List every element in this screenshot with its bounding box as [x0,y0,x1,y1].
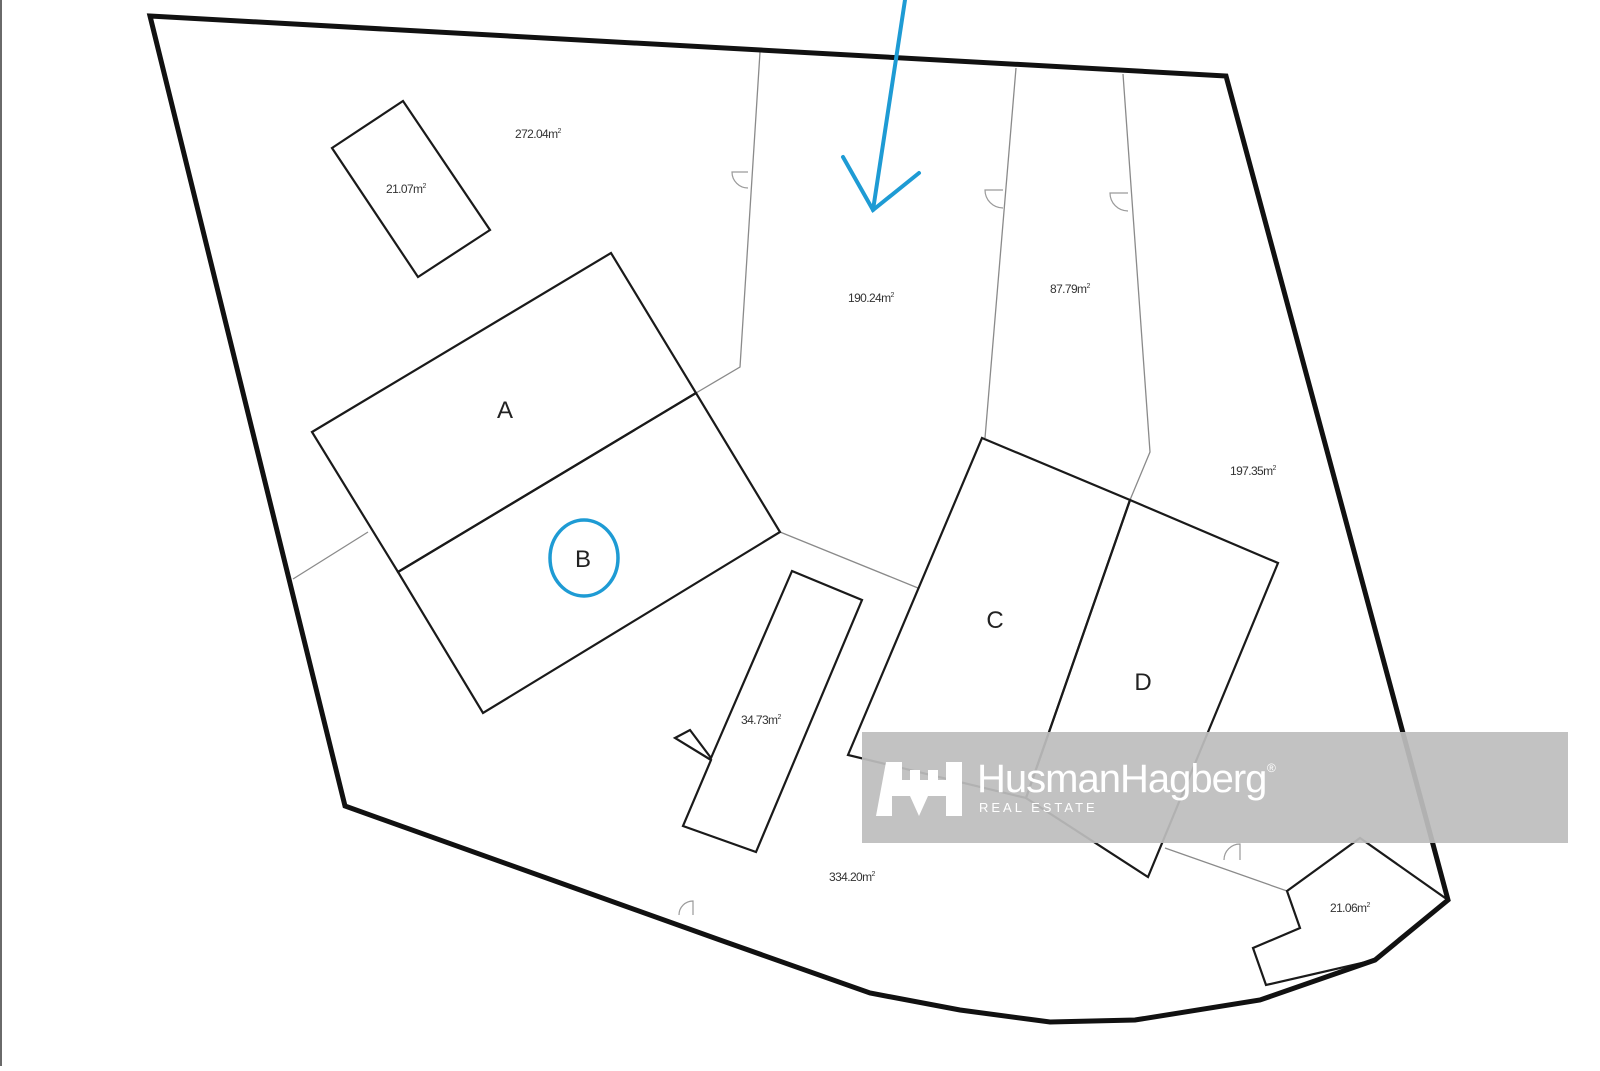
page-edge [0,0,2,1066]
area-197-label: 197.35m2 [1230,464,1277,478]
partition-line [1122,73,1151,501]
door-swing-icon [984,189,1004,209]
area-190-label: 190.24m2 [848,291,895,305]
partition-lines [292,51,1288,892]
partition-line [292,531,369,580]
partition-line [779,531,919,589]
area-labels: 272.04m2 21.07m2 190.24m2 87.79m2 197.35m2 34… [386,127,1371,915]
building-b [396,391,782,715]
brand-subtitle: REAL ESTATE [979,800,1098,815]
door-swing-icon [678,900,694,916]
partition-line [695,51,761,394]
highlight-circle-icon [548,518,620,598]
area-34-label: 34.73m2 [741,713,781,727]
building-shed-21-07 [330,99,492,279]
door-swing-icon [1223,843,1241,861]
door-swings [678,171,1241,916]
unit-letters: A B C D [497,397,1152,696]
unit-label-b: B [575,546,591,573]
partition-line [1164,847,1288,892]
area-21-06-label: 21.06m2 [1330,901,1370,915]
unit-label-c: C [986,607,1003,634]
unit-label-a: A [497,397,513,424]
building-d [1024,498,1280,879]
watermark-band [862,732,1568,843]
arrow-head-icon [841,155,921,214]
building-shed-34-73 [672,569,864,854]
door-swing-icon [731,171,749,189]
buildings [310,99,1450,987]
husmanhagberg-logo-icon [876,762,962,816]
partition-line [984,67,1017,439]
area-334-label: 334.20m2 [829,870,876,884]
building-shed-21-06 [1251,836,1450,987]
unit-label-d: D [1134,669,1151,696]
area-87-label: 87.79m2 [1050,282,1090,296]
annotations [548,0,921,598]
door-swing-icon [1109,192,1129,212]
brand-logo-icon [876,762,962,816]
brand-name: HusmanHagberg [977,757,1266,801]
area-272-label: 272.04m2 [515,127,562,141]
area-21-07-label: 21.07m2 [386,182,426,196]
entrance-arrow-icon [871,0,907,212]
watermark: HusmanHagberg ® REAL ESTATE [862,732,1568,843]
registered-mark: ® [1267,761,1276,775]
